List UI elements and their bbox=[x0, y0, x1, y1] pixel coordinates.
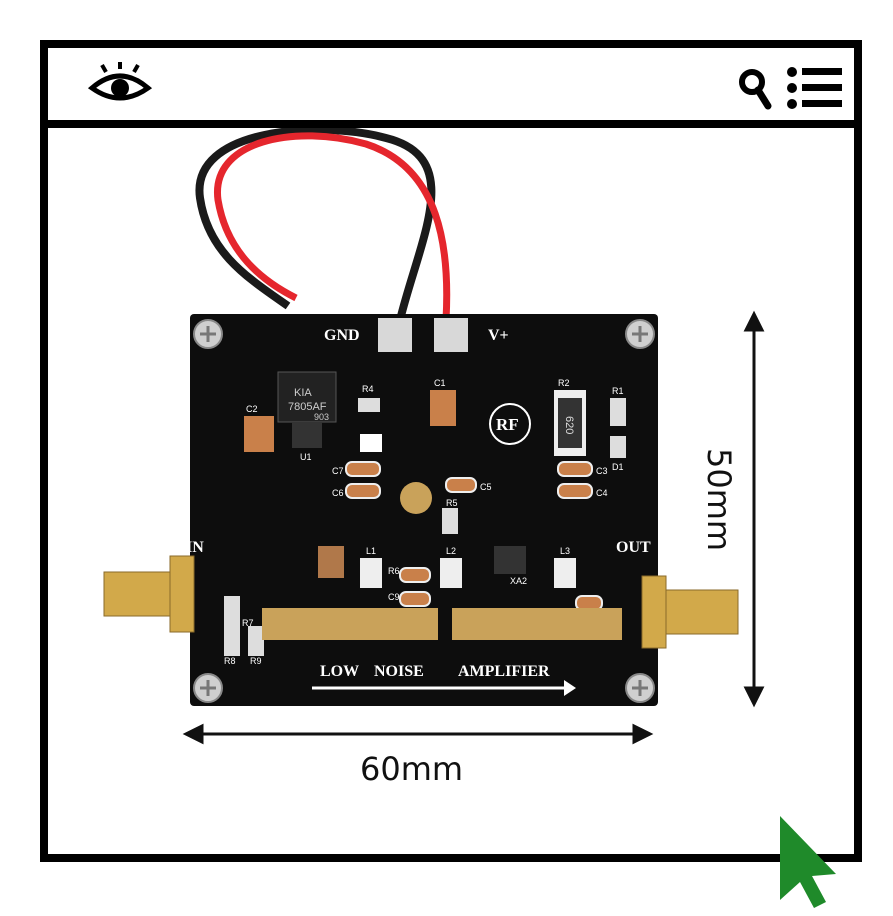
ref-c3: C3 bbox=[596, 466, 608, 476]
ref-r2: R2 bbox=[558, 378, 570, 388]
regulator-brand: KIA bbox=[294, 387, 312, 399]
rf-logo: RF bbox=[496, 415, 519, 434]
ref-c1: C1 bbox=[434, 378, 446, 388]
ref-l2: L2 bbox=[446, 546, 456, 556]
regulator-code: 903 bbox=[314, 412, 329, 422]
rf-amplifier-board-image: GND V+ IN OUT RF LOW NOISE AMPLIFIER KIA… bbox=[103, 128, 765, 745]
ref-r8: R8 bbox=[224, 656, 236, 666]
ref-c4: C4 bbox=[596, 488, 608, 498]
ref-u1: U1 bbox=[300, 452, 312, 462]
ref-l1: L1 bbox=[366, 546, 376, 556]
mounting-screws bbox=[193, 319, 655, 703]
width-dimension-arrow bbox=[182, 723, 654, 745]
noise-label: NOISE bbox=[374, 663, 424, 680]
vplus-pad bbox=[434, 318, 468, 352]
ref-c9: C9 bbox=[388, 592, 400, 602]
browser-window: GND V+ IN OUT RF LOW NOISE AMPLIFIER KIA… bbox=[40, 40, 862, 862]
in-label: IN bbox=[186, 539, 204, 556]
ref-l3: L3 bbox=[560, 546, 570, 556]
power-wires bbox=[195, 128, 451, 321]
regulator-part: 7805AF bbox=[288, 401, 327, 413]
ref-r5: R5 bbox=[446, 498, 458, 508]
search-icon[interactable] bbox=[738, 68, 772, 110]
gnd-label: GND bbox=[324, 327, 360, 344]
menu-icon[interactable] bbox=[786, 66, 842, 110]
ref-r9: R9 bbox=[250, 656, 262, 666]
ref-c5: C5 bbox=[480, 482, 492, 492]
sma-connector-out bbox=[641, 575, 739, 649]
low-label: LOW bbox=[320, 663, 359, 680]
rf-logo-ring bbox=[489, 403, 531, 445]
ref-r4: R4 bbox=[362, 384, 374, 394]
ref-designators: R4 C1 R2 R1 C2 U1 D1 C7 C6 C5 C3 C4 R5 L… bbox=[224, 378, 624, 666]
cursor-icon bbox=[780, 816, 836, 908]
ref-xa2: XA2 bbox=[510, 576, 527, 586]
vplus-label: V+ bbox=[488, 327, 509, 344]
eye-icon[interactable] bbox=[88, 62, 152, 106]
ref-r6: R6 bbox=[388, 566, 400, 576]
out-label: OUT bbox=[616, 539, 651, 556]
ref-r7: R7 bbox=[242, 618, 254, 628]
r2-value: 620 bbox=[563, 416, 575, 434]
title-bar bbox=[48, 48, 854, 128]
ref-c7: C7 bbox=[332, 466, 344, 476]
smd-components bbox=[224, 390, 626, 656]
ref-c6: C6 bbox=[332, 488, 344, 498]
gnd-pad bbox=[378, 318, 412, 352]
voltage-regulator bbox=[277, 371, 337, 423]
sma-connector-in bbox=[103, 555, 195, 633]
ref-d1: D1 bbox=[612, 462, 624, 472]
height-dimension-arrow bbox=[743, 310, 765, 708]
ref-r1: R1 bbox=[612, 386, 624, 396]
height-dimension-label: 50mm bbox=[700, 448, 738, 552]
product-image-area: GND V+ IN OUT RF LOW NOISE AMPLIFIER KIA… bbox=[48, 128, 854, 854]
width-dimension-label: 60mm bbox=[360, 750, 464, 788]
ref-c2: C2 bbox=[246, 404, 258, 414]
amplifier-label: AMPLIFIER bbox=[458, 663, 550, 680]
